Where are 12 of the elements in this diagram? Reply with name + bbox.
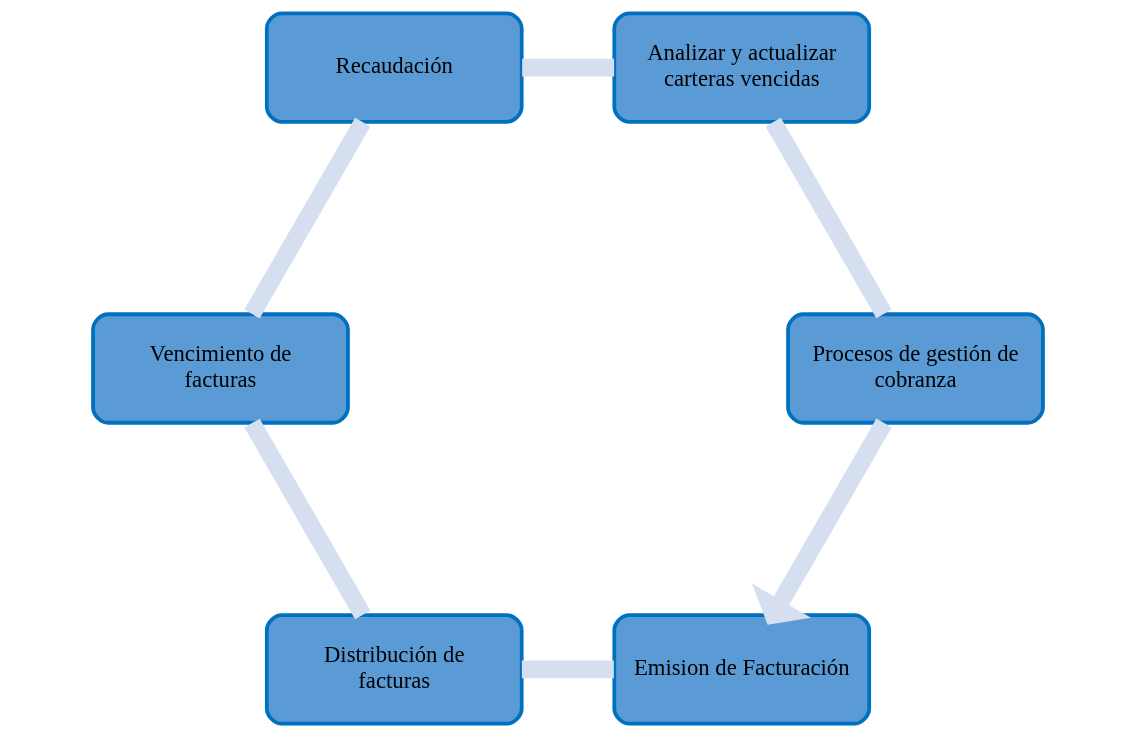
node-box: Recaudación — [264, 11, 524, 124]
node-box: Procesos de gestión de cobranza — [786, 312, 1045, 425]
node-box: Analizar y actualizar carteras vencidas — [612, 11, 872, 124]
connector — [521, 660, 614, 679]
arrow — [751, 418, 892, 625]
connector — [522, 58, 615, 77]
node-box: Emision de Facturación — [612, 613, 872, 726]
connector — [765, 117, 892, 319]
connector — [244, 117, 371, 319]
node-box: Distribución de facturas — [264, 613, 524, 726]
connector — [244, 418, 371, 620]
node-box: Vencimiento de facturas — [91, 312, 350, 425]
